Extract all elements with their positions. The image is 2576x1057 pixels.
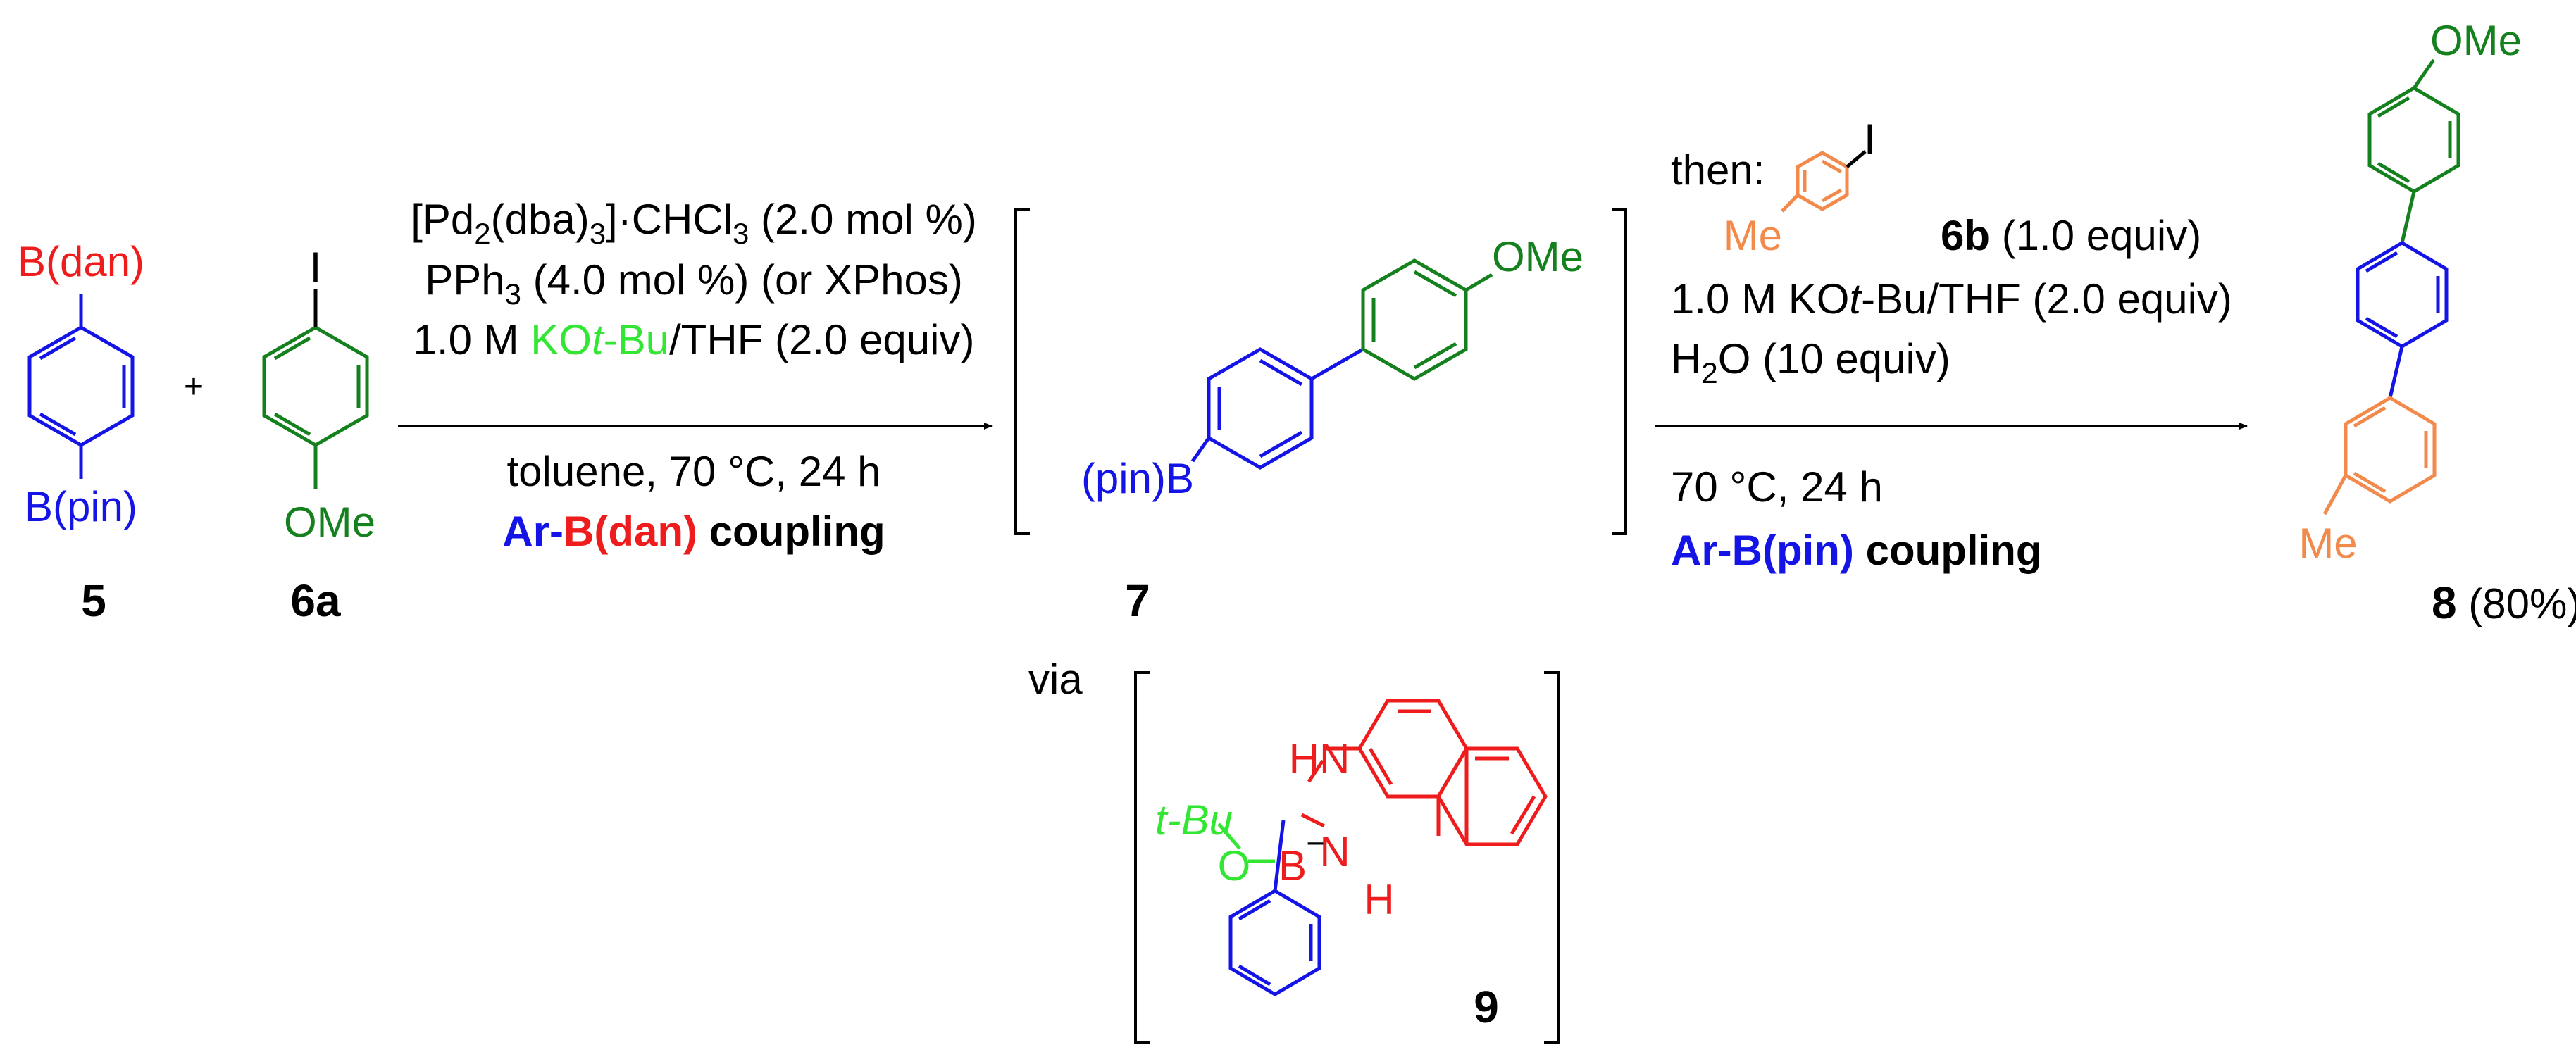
biaryl-ring-a	[1190, 347, 1364, 470]
iodine-bond	[1846, 150, 1867, 168]
diazaborine-bonds	[1300, 759, 1326, 828]
nh-bottom-h-label: H	[1364, 876, 1394, 923]
biaryl-ring-b	[1361, 258, 1493, 381]
compound-6a: I OMe 6a	[262, 244, 375, 626]
base-line: 1.0 M KOt-Bu/THF (2.0 equiv)	[413, 316, 975, 363]
coupling-type-1: Ar-B(dan) coupling	[502, 508, 885, 555]
reagent-6b-ring	[1781, 151, 1849, 213]
boron-label: B	[1278, 842, 1307, 889]
bracket-left-9	[1134, 671, 1150, 1044]
coupling-type-2: Ar-B(pin) coupling	[1671, 527, 2042, 574]
methyl-label: Me	[1724, 212, 1782, 259]
intermediate-7: (pin)B OMe 7	[1014, 208, 1627, 626]
conditions-step-1: [Pd2(dba)3]·CHCl3 (2.0 mol %) PPh3 (4.0 …	[398, 196, 993, 555]
methoxy-label: OMe	[1492, 233, 1583, 280]
methoxy-label: OMe	[284, 499, 375, 546]
terphenyl-ring-middle	[2356, 241, 2449, 349]
compound-label-5: 5	[81, 575, 106, 626]
reagent-6b-line: 6b (1.0 equiv)	[1941, 212, 2201, 259]
terphenyl-ring-bottom	[2322, 396, 2437, 515]
naphthalene-core	[1324, 699, 1548, 846]
catalyst-line: [Pd2(dba)3]·CHCl3 (2.0 mol %)	[411, 196, 977, 250]
biaryl-bond-2	[2388, 346, 2404, 399]
bracket-right-9	[1544, 671, 1560, 1044]
compound-5: B(dan) B(pin) 5	[18, 238, 144, 626]
nh-top-label: HN	[1289, 735, 1350, 782]
iodine-label: I	[1864, 115, 1876, 163]
compound-label-8: 8 (80%)	[2432, 577, 2576, 628]
biaryl-bond-1	[2400, 191, 2416, 244]
iodine-label: I	[310, 244, 322, 291]
via-label: via	[1028, 656, 1083, 703]
then-label: then:	[1671, 146, 1765, 194]
methoxy-label: OMe	[2430, 17, 2522, 64]
bpin-group-label: (pin)B	[1081, 455, 1194, 502]
plus-sign: +	[184, 368, 204, 406]
terphenyl-ring-top	[2367, 58, 2460, 194]
ligand-line: PPh3 (4.0 mol %) (or XPhos)	[425, 256, 963, 311]
nh-bottom-n-label: N	[1319, 828, 1350, 875]
intermediate-9: t-Bu O B – HN N H 9	[1134, 671, 1560, 1044]
bracket-right-7	[1612, 208, 1627, 535]
tbu-label: t-Bu	[1155, 796, 1233, 844]
b-phenyl-ring	[1228, 820, 1321, 996]
product-8: OMe Me 8 (80%)	[2298, 17, 2576, 628]
compound-label-9: 9	[1474, 982, 1499, 1032]
water-line: H2O (10 equiv)	[1671, 335, 1950, 389]
compound-5-ring	[27, 294, 135, 479]
base-line-2: 1.0 M KOt-Bu/THF (2.0 equiv)	[1671, 275, 2232, 323]
negative-charge: –	[1308, 823, 1327, 860]
methyl-label: Me	[2298, 520, 2357, 567]
bpin-group-label: B(pin)	[25, 483, 137, 530]
compound-label-6a: 6a	[290, 575, 341, 626]
oxygen-label: O	[1218, 842, 1251, 889]
temp-time-line: 70 °C, 24 h	[1671, 463, 1883, 511]
bracket-left-7	[1014, 208, 1030, 535]
bdan-group-label: B(dan)	[18, 238, 144, 285]
tbu-o-bond	[1217, 823, 1241, 850]
compound-6a-ring	[262, 325, 369, 489]
solvent-temp-line: toluene, 70 °C, 24 h	[506, 448, 881, 495]
compound-label-7: 7	[1125, 575, 1150, 626]
conditions-step-2: then: I Me 6b (1.0 equiv) 1.0 M KOt-Bu/T…	[1655, 115, 2248, 574]
